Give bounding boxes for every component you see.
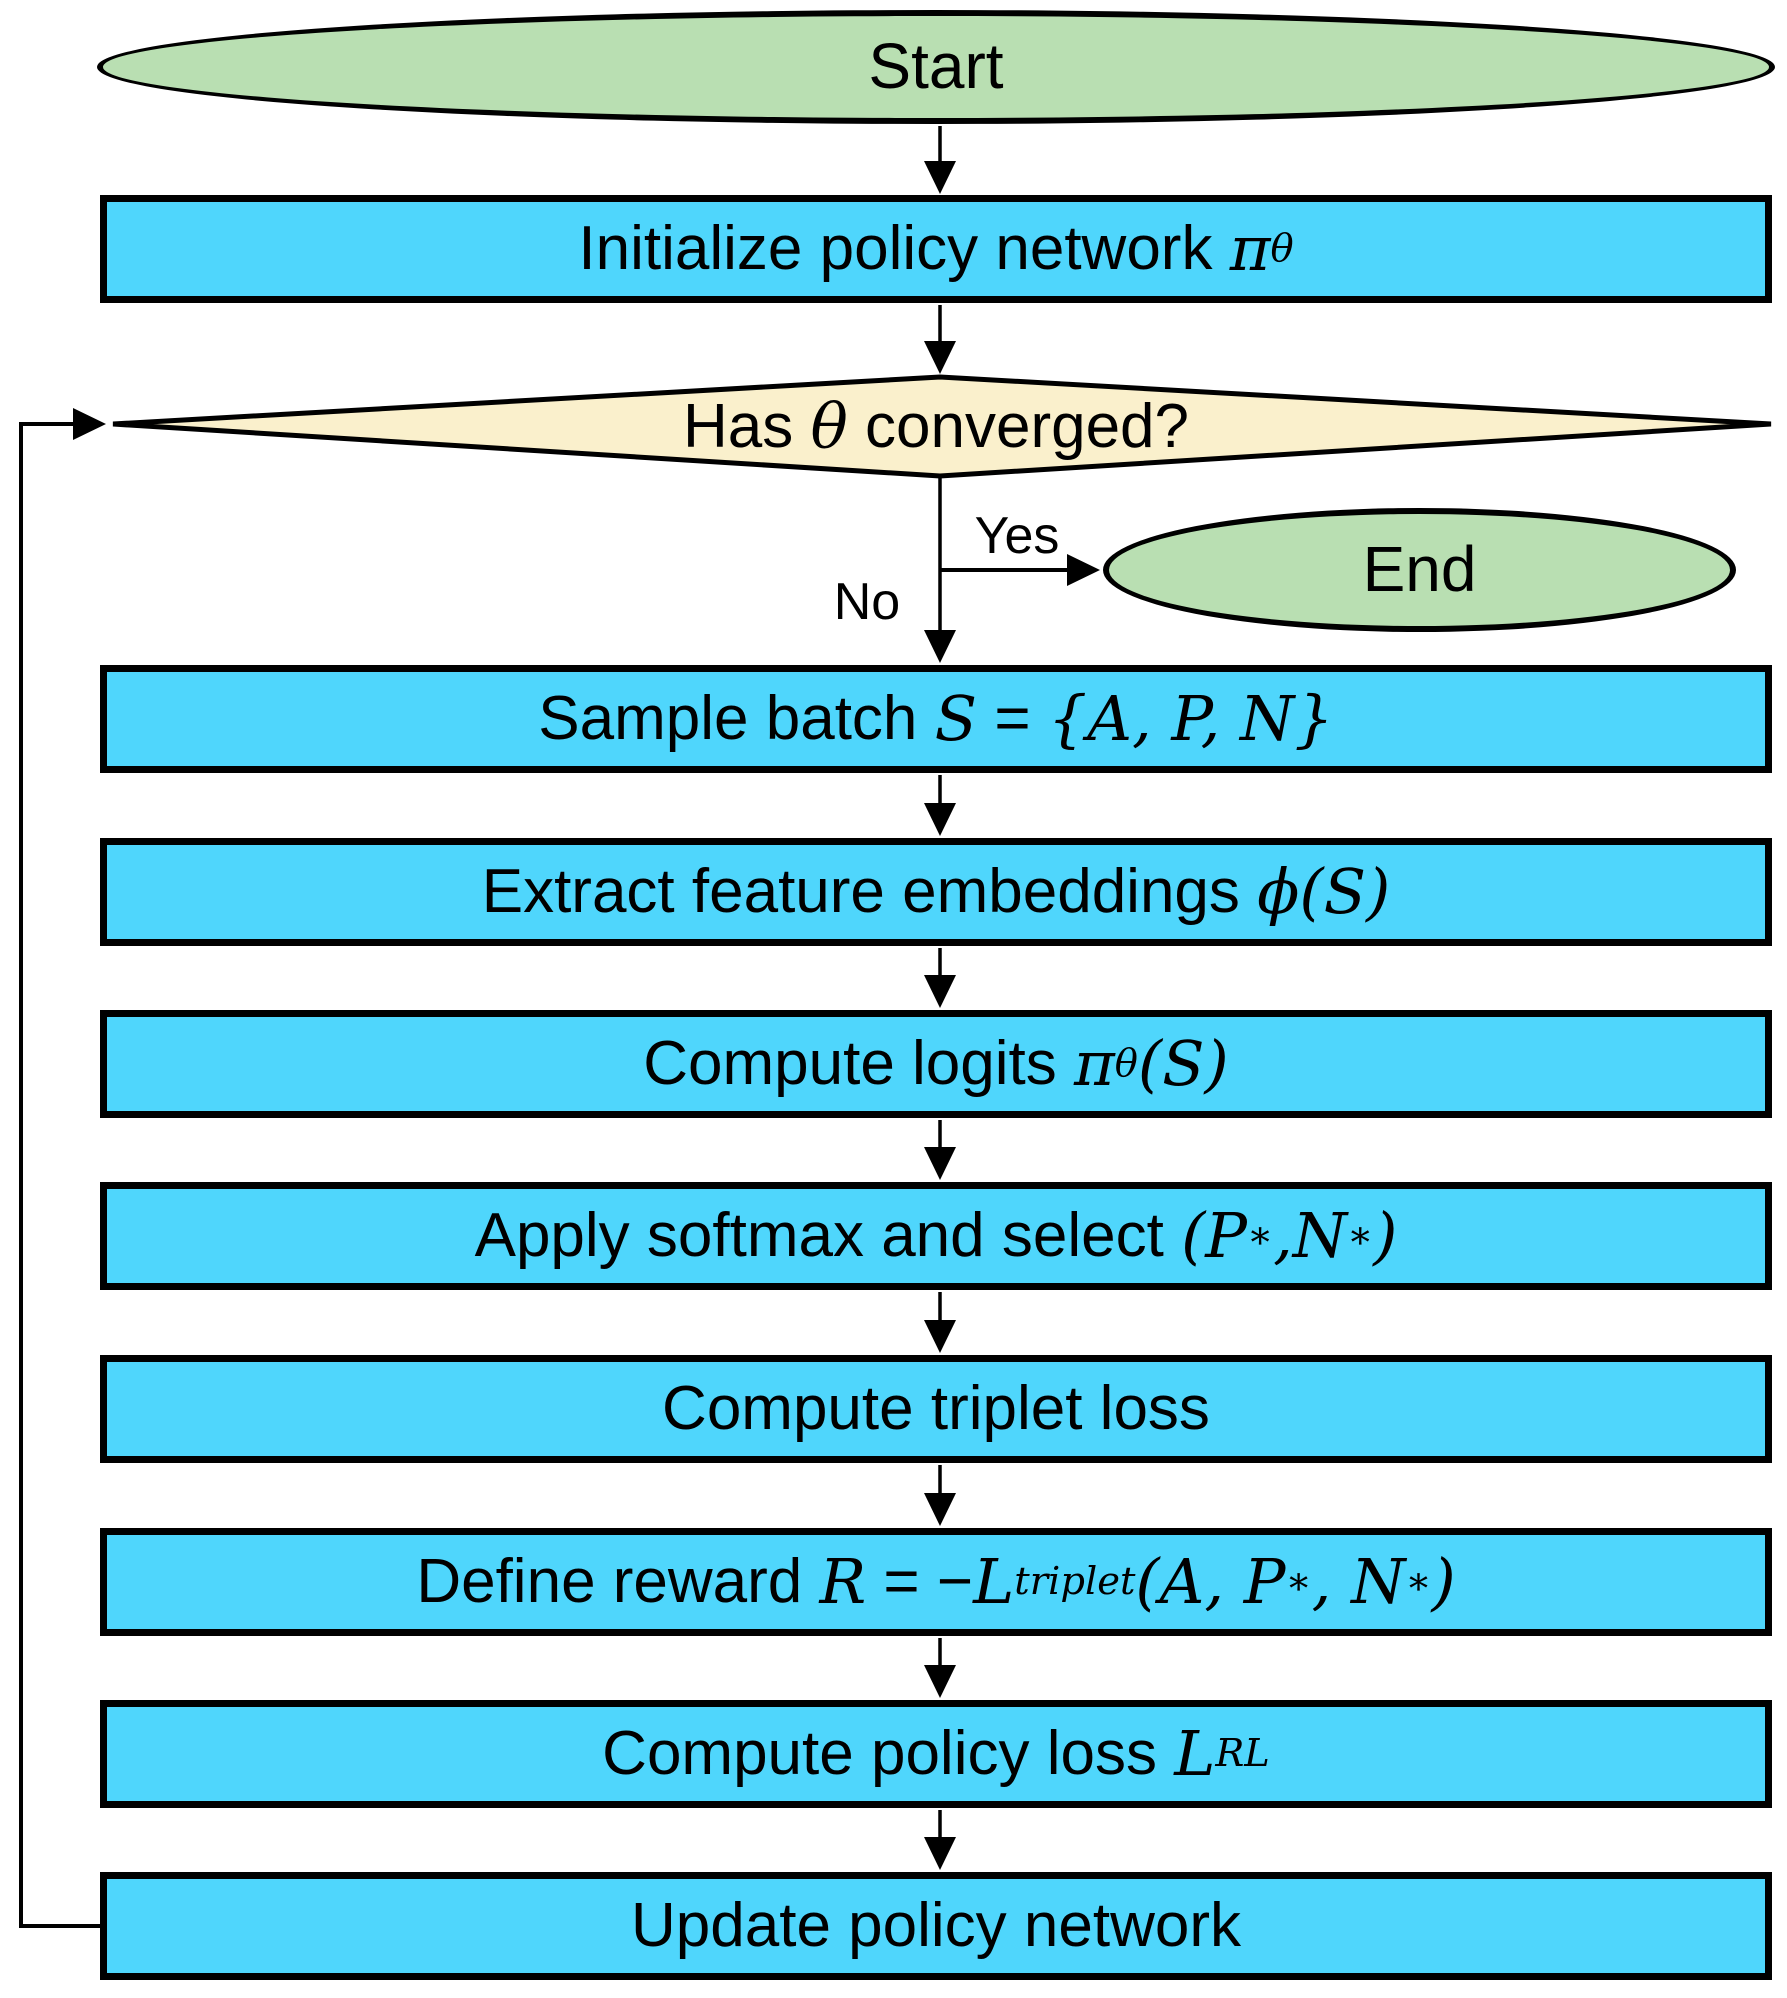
math-run: S [934, 682, 978, 756]
math-run: (P [1181, 1199, 1247, 1273]
decision-has-theta-converged: Has θ converged? [100, 378, 1772, 476]
math-run: (A, P [1135, 1545, 1286, 1619]
process-apply-softmax-select: Apply softmax and select (P∗,N∗) [100, 1182, 1772, 1290]
process-sample-batch: Sample batch S = {A, P, N} [100, 665, 1772, 773]
math-run: θ [810, 390, 848, 464]
label-run: Compute policy loss [602, 1719, 1175, 1789]
math-run: ) [1373, 1199, 1398, 1273]
end-terminal: End [1103, 508, 1736, 632]
start-label: Start [868, 30, 1004, 103]
start-terminal: Start [97, 10, 1775, 124]
process-compute-triplet-loss: Compute triplet loss [100, 1355, 1772, 1463]
math-run: , N [1311, 1545, 1406, 1619]
math-run: ) [1431, 1545, 1456, 1619]
end-label: End [1362, 533, 1477, 606]
math-run: ϕ(S) [1257, 855, 1391, 929]
process-update-policy-network: Update policy network [100, 1872, 1772, 1980]
math-run: R [819, 1545, 867, 1619]
math-run: (S) [1137, 1027, 1229, 1101]
math-run: {A, P, N} [1047, 682, 1334, 756]
yes-text: Yes [974, 507, 1060, 565]
math-run: ,N [1273, 1199, 1348, 1273]
label-run: Sample batch [538, 684, 935, 754]
label-run: converged? [847, 392, 1190, 462]
math-run: π [1074, 1027, 1115, 1101]
math-run: L [973, 1545, 1015, 1619]
process-extract-feature-embeddings: Extract feature embeddings ϕ(S) [100, 838, 1772, 946]
label-run: Initialize policy network [578, 214, 1230, 284]
math-run: π [1229, 212, 1271, 286]
label-run: = [977, 684, 1048, 754]
label-run: = − [866, 1547, 974, 1617]
no-text: No [833, 573, 901, 631]
decision-diamond-shape [112, 374, 1772, 479]
label-run: Has [682, 392, 811, 462]
loopback-arrow-update-to-decision [19, 408, 106, 1928]
label-run: Compute triplet loss [662, 1374, 1210, 1444]
edge-label-yes: Yes [952, 506, 1082, 566]
label-run: Compute logits [643, 1029, 1074, 1099]
label-run: Update policy network [631, 1891, 1241, 1961]
label-run: Define reward [416, 1547, 820, 1617]
edge-label-no: No [812, 572, 922, 632]
label-run: Extract feature embeddings [481, 857, 1258, 927]
label-run: Apply softmax and select [474, 1201, 1182, 1271]
math-run: L [1174, 1717, 1216, 1791]
